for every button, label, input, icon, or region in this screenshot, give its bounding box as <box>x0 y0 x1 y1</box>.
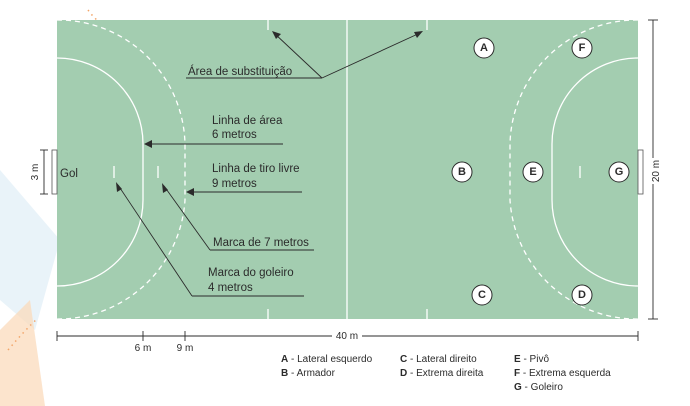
free-throw-line-label: Linha de tiro livre <box>212 163 300 175</box>
area-line-label: Linha de área <box>212 115 283 127</box>
free-throw-line-arrowhead <box>186 188 194 196</box>
legend-item: E - Pivô <box>514 354 549 365</box>
position-label-G: G <box>615 166 624 178</box>
nine-meter-label: 9 m <box>177 343 194 354</box>
position-label-B: B <box>458 166 466 178</box>
seven-meter-mark-arrowhead <box>162 183 168 193</box>
legend-key: D <box>400 368 407 379</box>
position-label-A: A <box>480 42 488 54</box>
position-label-C: C <box>478 289 486 301</box>
position-marker-D: D <box>571 284 593 306</box>
substitution-arrow-left <box>273 32 323 79</box>
substitution-arrowhead-right <box>414 31 423 38</box>
area-line-arrowhead <box>144 140 152 148</box>
position-label-D: D <box>578 289 586 301</box>
legend-key: G <box>514 382 522 393</box>
legend-text: - Pivô <box>521 354 550 365</box>
decorative-blue-shape <box>0 170 60 330</box>
legend-text: - Armador <box>288 368 335 379</box>
position-marker-C: C <box>471 284 493 306</box>
goal-width-label: 3 m <box>30 164 41 181</box>
legend-key: A <box>281 354 288 365</box>
legend: A - Lateral esquerdo B - Armador C - Lat… <box>281 354 611 393</box>
left-goal-area-line <box>56 57 144 287</box>
court-width-label: 20 m <box>651 160 662 182</box>
substitution-arrow-right <box>321 32 421 79</box>
legend-key: E <box>514 354 521 365</box>
legend-text: - Extrema direita <box>407 368 484 379</box>
legend-text: - Lateral direito <box>407 354 477 365</box>
left-free-throw-line <box>56 19 186 320</box>
six-meter-label: 6 m <box>135 343 152 354</box>
position-label-F: F <box>579 42 586 54</box>
position-marker-E: E <box>522 161 544 183</box>
legend-item: D - Extrema direita <box>400 368 484 379</box>
seven-meter-mark-arrow <box>163 185 211 251</box>
goal-label: Gol <box>60 168 78 180</box>
legend-key: F <box>514 368 520 379</box>
goalkeeper-mark-arrowhead <box>116 182 122 192</box>
court-length-label: 40 m <box>336 331 358 342</box>
legend-item: G - Goleiro <box>514 382 563 393</box>
free-throw-line-distance: 9 metros <box>212 178 257 190</box>
legend-item: C - Lateral direito <box>400 354 477 365</box>
position-marker-F: F <box>571 37 593 59</box>
position-marker-B: B <box>451 161 473 183</box>
goalkeeper-mark-distance: 4 metros <box>208 282 253 294</box>
substitution-arrowhead-left <box>272 31 281 39</box>
decorative-orange-shape <box>0 300 45 406</box>
legend-text: - Goleiro <box>522 382 564 393</box>
position-marker-A: A <box>473 37 495 59</box>
area-line-distance: 6 metros <box>212 129 257 141</box>
right-goal <box>637 149 644 195</box>
position-marker-G: G <box>608 161 630 183</box>
court-length-label-bg <box>332 330 362 342</box>
goalkeeper-mark-label: Marca do goleiro <box>208 267 294 279</box>
legend-item: B - Armador <box>281 368 336 379</box>
legend-key: C <box>400 354 407 365</box>
goalkeeper-mark-arrow <box>117 184 193 297</box>
substitution-area-label: Área de substituição <box>188 65 292 78</box>
legend-text: - Lateral esquerdo <box>288 354 372 365</box>
right-goal-area-line <box>551 57 639 287</box>
left-goal <box>51 149 58 195</box>
legend-key: B <box>281 368 288 379</box>
legend-item: F - Extrema esquerda <box>514 368 611 379</box>
court-width-label-bg <box>648 158 660 184</box>
position-label-E: E <box>529 166 536 178</box>
legend-text: - Extrema esquerda <box>520 368 611 379</box>
seven-meter-mark-label: Marca de 7 metros <box>213 237 309 249</box>
legend-item: A - Lateral esquerdo <box>281 354 373 365</box>
